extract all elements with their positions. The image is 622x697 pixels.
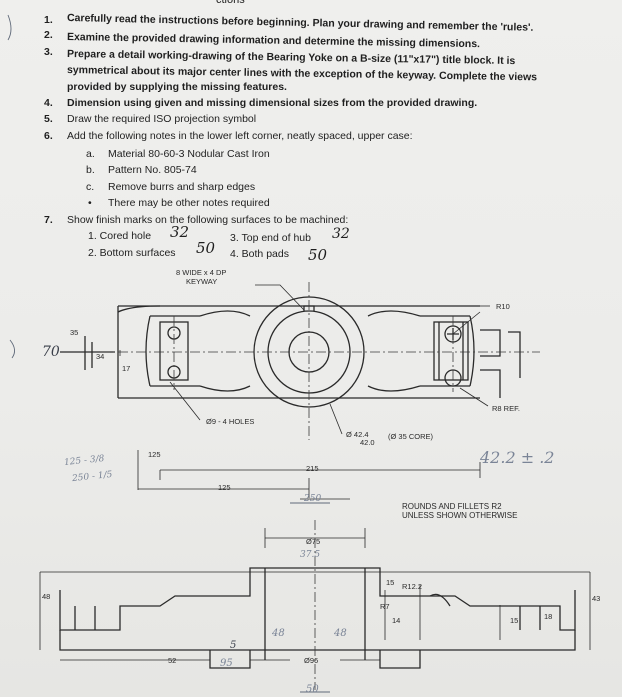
top-view <box>60 296 521 408</box>
dimension-r12: R12.2 <box>402 582 423 591</box>
handwritten-70: 70 <box>42 344 60 360</box>
finish-item-hand: 50 <box>308 246 328 264</box>
finish-item-label: 1. Cored hole <box>88 230 152 242</box>
handwritten-95: 95 <box>220 658 233 669</box>
finish-item-hand: 32 <box>170 223 190 241</box>
dimension-34: 34 <box>96 352 105 361</box>
dimension-125-vertical: 125 <box>148 450 161 459</box>
instruction-text: provided by supplying the missing featur… <box>67 81 287 93</box>
handwritten-5: 5 <box>230 640 237 651</box>
finish-item-hand: 50 <box>196 239 216 257</box>
finish-item-label: 4. Both pads <box>230 248 289 260</box>
rounds-fillets-note-line2: UNLESS SHOWN OTHERWISE <box>402 511 518 520</box>
dimension-48: 48 <box>42 592 51 601</box>
dimension-r8-ref: R8 REF. <box>492 404 520 413</box>
note-marker: b. <box>86 164 95 176</box>
dimension-125-horizontal: 125 <box>218 483 231 492</box>
header-fragment: ctions <box>216 0 245 6</box>
dimension-lines <box>119 284 490 500</box>
instruction-number: 6. <box>44 130 53 142</box>
instruction-number: 3. <box>44 46 53 58</box>
note-text: Pattern No. 805-74 <box>108 164 197 176</box>
handwritten-48-a: 48 <box>272 628 285 639</box>
keyway-note-line2: KEYWAY <box>186 277 218 286</box>
front-view <box>59 567 576 669</box>
finish-item-hand: 32 <box>332 226 350 242</box>
instruction-text: Add the following notes in the lower lef… <box>67 130 413 142</box>
handwritten-50: 50 <box>306 684 319 695</box>
handwritten-37-5: 37.5 <box>300 550 321 560</box>
dimension-75: Ø75 <box>306 537 321 546</box>
front-dimension-lines <box>39 528 591 661</box>
instruction-number: 7. <box>44 214 53 226</box>
dimension-15-top: 15 <box>386 578 395 587</box>
bore-dimension-lower: 42.0 <box>360 438 375 447</box>
dimension-52: 52 <box>168 656 177 665</box>
dimension-17: 17 <box>122 364 131 373</box>
bore-dimension-upper: Ø 42.4 <box>346 430 369 439</box>
note-marker: • <box>88 197 92 209</box>
instruction-text: Draw the required ISO projection symbol <box>67 113 257 125</box>
instruction-number: 5. <box>44 113 53 125</box>
rounds-fillets-note-line1: ROUNDS AND FILLETS R2 <box>402 502 502 511</box>
note-text: Material 80-60-3 Nodular Cast Iron <box>108 148 270 160</box>
handwritten-250: 250 <box>304 494 322 504</box>
note-marker: c. <box>86 181 95 193</box>
dimension-43: 43 <box>592 594 601 603</box>
finish-item-label: 3. Top end of hub <box>230 232 311 244</box>
finish-item-label: 2. Bottom surfaces <box>88 247 176 259</box>
center-lines <box>100 282 540 440</box>
pencil-marks <box>7 14 330 693</box>
note-marker: a. <box>86 148 95 160</box>
instruction-number: 4. <box>44 97 53 109</box>
instruction-text: Show finish marks on the following surfa… <box>67 214 349 226</box>
handwritten-48-b: 48 <box>334 628 347 639</box>
bore-core-note: (Ø 35 CORE) <box>388 432 434 441</box>
handwritten-tolerance: 42.2 ± .2 <box>480 448 555 467</box>
dimension-r10: R10 <box>496 302 510 311</box>
keyway-note-line1: 8 WIDE x 4 DP <box>176 268 227 277</box>
dimension-96: Ø96 <box>304 656 319 665</box>
instruction-number: 2. <box>44 29 53 41</box>
holes-note: Ø9 - 4 HOLES <box>206 417 255 426</box>
dimension-15-right: 15 <box>510 616 519 625</box>
dimension-18: 18 <box>544 612 553 621</box>
dimension-35: 35 <box>70 328 79 337</box>
instruction-text: Dimension using given and missing dimens… <box>67 97 478 109</box>
note-text: There may be other notes required <box>108 197 270 209</box>
note-text: Remove burrs and sharp edges <box>108 181 256 193</box>
dimension-r7: R7 <box>380 602 390 611</box>
instruction-number: 1. <box>44 14 53 26</box>
dimension-14: 14 <box>392 616 401 625</box>
dimension-215: 215 <box>306 464 319 473</box>
